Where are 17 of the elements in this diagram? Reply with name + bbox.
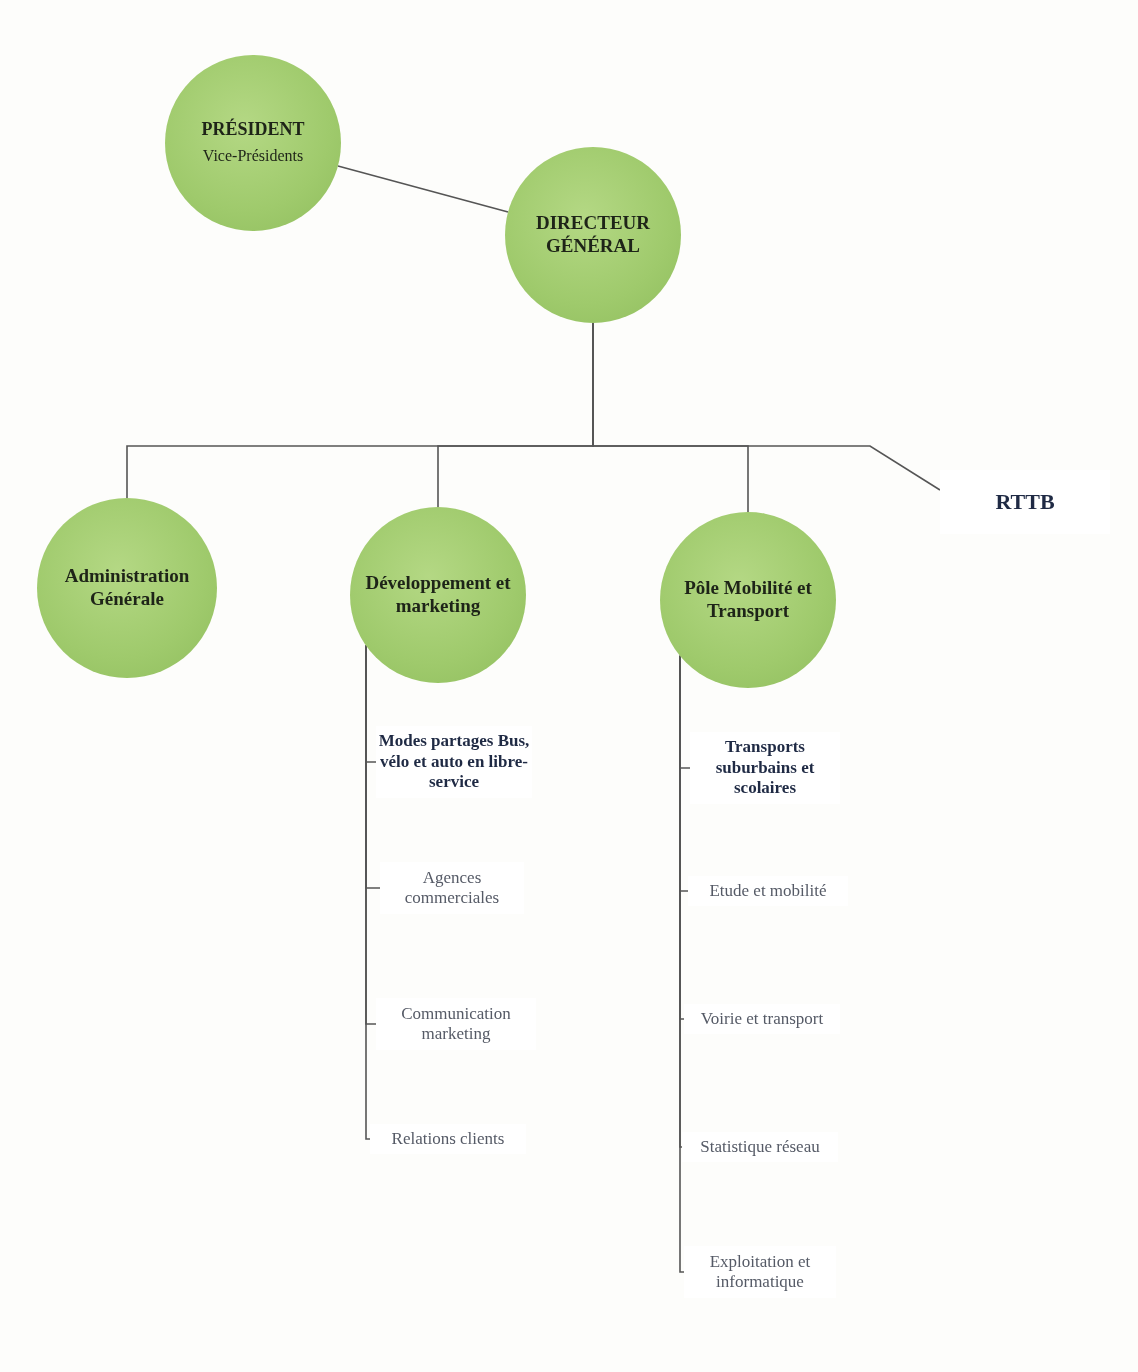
- department-label: Etude et mobilité: [709, 880, 827, 902]
- department-label: Voirie et transport: [700, 1008, 824, 1030]
- department-label: Communication marketing: [400, 1003, 512, 1045]
- connector-line: [337, 165, 509, 213]
- department-label: Modes partages Bus, vélo et auto en libre-service: [377, 731, 531, 793]
- department-label: Relations clients: [391, 1128, 505, 1150]
- unit-label: RTTB: [995, 488, 1055, 516]
- node-title: Administration Générale: [63, 565, 191, 611]
- node-title: DIRECTEUR GÉNÉRAL: [535, 212, 651, 258]
- node-title: PRÉSIDENT: [201, 118, 305, 141]
- department-label: Agences commerciales: [403, 867, 501, 909]
- department-label: Transports suburbains et scolaires: [714, 737, 816, 799]
- node-title: Développement et marketing: [364, 572, 512, 618]
- department-label: Exploitation et informatique: [708, 1251, 812, 1293]
- node-title: Pôle Mobilité et Transport: [683, 577, 813, 623]
- department-label: Statistique réseau: [700, 1136, 820, 1158]
- node-subtitle: Vice-Présidents: [202, 146, 304, 167]
